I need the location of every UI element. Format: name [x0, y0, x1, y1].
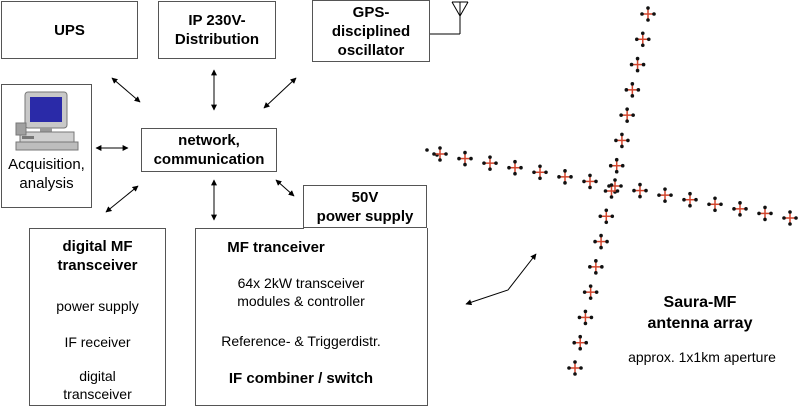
antenna-element — [632, 182, 648, 199]
digital-transceiver-box: digital MF transceiver power supply IF r… — [29, 228, 166, 406]
acquisition-line2: analysis — [19, 175, 74, 192]
antenna-element — [588, 259, 604, 275]
network-label-line1: network, — [178, 132, 240, 149]
mf-item-modules: 64x 2kW transceiver modules & controller — [196, 274, 406, 310]
acquisition-box: Acquisition, analysis — [1, 84, 92, 208]
network-box: network, communication — [141, 128, 277, 172]
mf-transceiver-box: MF tranceiver 64x 2kW transceiver module… — [195, 228, 428, 406]
antenna-element — [582, 173, 598, 190]
antenna-element — [614, 132, 630, 149]
digital-item-transceiver-line2: transceiver — [63, 386, 132, 402]
mf-item-reference: Reference- & Triggerdistr. — [221, 333, 381, 349]
antenna-element — [757, 205, 773, 222]
mf-item-combiner: IF combiner / switch — [228, 370, 374, 387]
antenna-element — [598, 208, 615, 225]
antenna-element — [629, 56, 646, 73]
antenna-array — [425, 6, 798, 376]
antenna-element — [557, 169, 573, 185]
digital-item-transceiver: digital transceiver — [30, 367, 165, 403]
arrow-array-link — [465, 253, 537, 306]
ip-label-line2: Distribution — [174, 31, 260, 48]
antenna-element — [582, 284, 599, 300]
antenna-element — [507, 159, 523, 176]
power-supply-box: 50V power supply — [303, 185, 427, 228]
mf-item-modules-line2: modules & controller — [237, 293, 365, 309]
antenna-element — [572, 334, 589, 351]
digital-title: digital MF transceiver — [30, 237, 165, 275]
computer-icon — [15, 91, 79, 151]
antenna-element — [532, 164, 548, 181]
antenna-element — [432, 146, 448, 162]
antenna-element — [640, 6, 656, 22]
arrow-gps — [263, 77, 297, 109]
digital-title-line1: digital MF — [62, 238, 133, 255]
digital-item-power: power supply — [56, 298, 139, 314]
antenna-element — [732, 201, 748, 217]
network-label-line2: communication — [153, 151, 265, 168]
antenna-element — [624, 82, 641, 98]
psu-label-line1: 50V — [351, 188, 379, 206]
antenna-element — [567, 360, 583, 376]
gps-oscillator-box: GPS- disciplined oscillator — [312, 0, 430, 62]
arrow-digital — [105, 185, 139, 213]
antenna-element — [608, 157, 625, 174]
array-title: Saura-MF antenna array — [620, 292, 780, 334]
ip-distribution-box: IP 230V- Distribution — [158, 1, 276, 59]
psu-label-line2: power supply — [316, 207, 414, 225]
monitor-screen — [30, 97, 62, 122]
antenna-end-dot — [425, 148, 429, 152]
ups-label: UPS — [54, 21, 85, 39]
mf-item-modules-line1: 64x 2kW transceiver — [237, 275, 365, 291]
antenna-element — [577, 309, 594, 326]
antenna-element — [782, 210, 798, 226]
digital-item-if: IF receiver — [64, 334, 131, 350]
acquisition-label: Acquisition, analysis — [2, 155, 91, 193]
gps-antenna-icon — [430, 1, 469, 35]
digital-title-line2: transceiver — [57, 257, 138, 274]
gps-label-line2: disciplined — [331, 22, 411, 40]
antenna-element — [482, 155, 498, 171]
mf-box-top-edge — [195, 228, 304, 229]
arrow-ups — [111, 77, 141, 103]
array-title-line2: antenna array — [647, 315, 753, 332]
antenna-element — [682, 191, 698, 208]
acquisition-line1: Acquisition, — [8, 156, 85, 173]
gps-label-line3: oscillator — [337, 41, 405, 59]
antenna-element — [657, 187, 673, 203]
antenna-element — [457, 150, 473, 167]
digital-item-transceiver-line1: digital — [79, 368, 116, 384]
ip-label-line1: IP 230V- — [188, 12, 246, 29]
array-title-line1: Saura-MF — [663, 294, 737, 311]
arrow-psu — [275, 179, 295, 197]
mf-title: MF tranceiver — [227, 239, 325, 256]
gps-label-line1: GPS- — [352, 3, 390, 21]
antenna-element — [619, 107, 635, 123]
antenna-element — [603, 183, 620, 199]
antenna-element — [707, 196, 723, 213]
antenna-element — [593, 233, 609, 250]
array-aperture: approx. 1x1km aperture — [628, 349, 776, 365]
antenna-element — [634, 31, 651, 48]
ups-box: UPS — [1, 1, 138, 59]
